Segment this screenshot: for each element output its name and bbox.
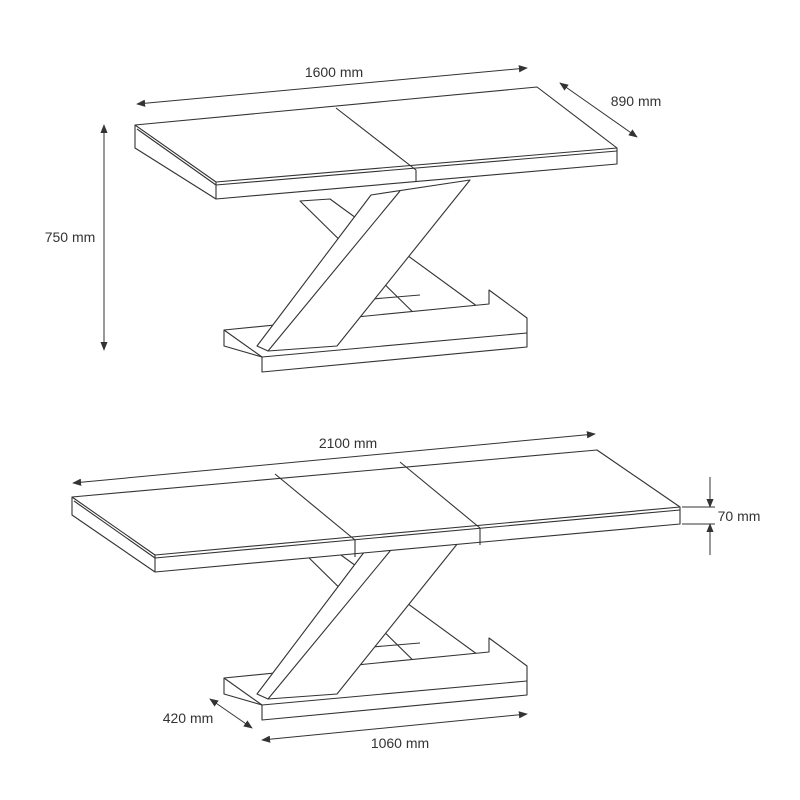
dim-line-base-width bbox=[261, 711, 528, 743]
label-top-thickness: 70 mm bbox=[717, 508, 761, 524]
label-base-depth: 420 mm bbox=[162, 710, 214, 726]
x-leg bbox=[223, 179, 528, 373]
dim-line-depth bbox=[559, 82, 638, 138]
tabletop bbox=[134, 86, 618, 200]
dim-line-thickness bbox=[682, 477, 715, 555]
label-depth: 890 mm bbox=[610, 93, 662, 109]
label-base-width: 1060 mm bbox=[370, 735, 430, 751]
table-extended-drawing bbox=[71, 449, 681, 721]
x-leg bbox=[223, 527, 528, 721]
dim-line-width-extended bbox=[72, 431, 596, 486]
label-height: 750 mm bbox=[44, 229, 96, 245]
table-closed-drawing bbox=[134, 86, 618, 373]
label-width-extended: 2100 mm bbox=[318, 435, 378, 451]
label-width-closed: 1600 mm bbox=[304, 64, 364, 80]
dim-line-width-closed bbox=[136, 65, 528, 107]
dim-line-base-depth bbox=[209, 698, 253, 729]
